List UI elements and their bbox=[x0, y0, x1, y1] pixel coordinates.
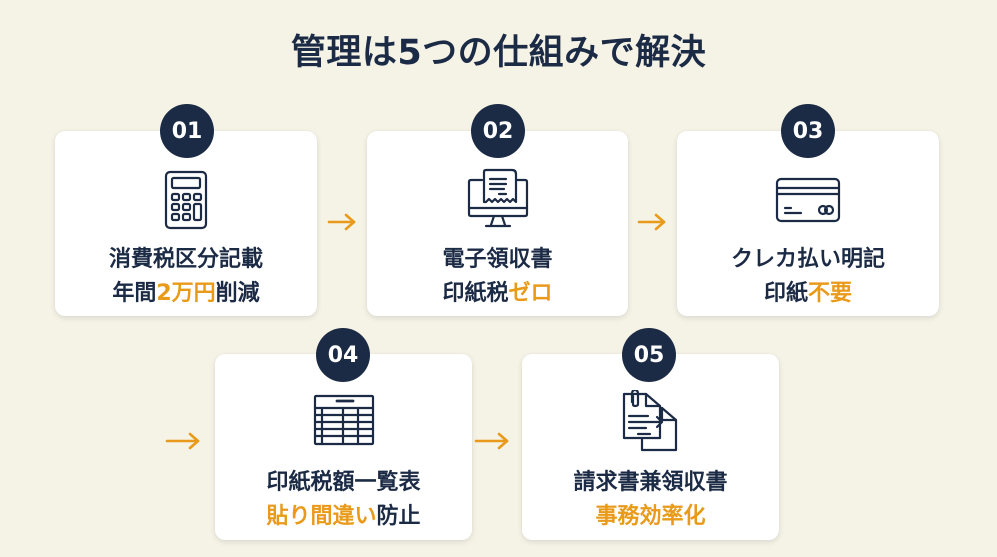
arrow-right-icon bbox=[327, 212, 357, 236]
step-title: 消費税区分記載 bbox=[55, 241, 317, 273]
calculator-icon bbox=[161, 169, 211, 231]
step-benefit-highlight: 2万円 bbox=[156, 281, 216, 306]
step-card-01: 消費税区分記載 年間2万円削減 bbox=[55, 131, 317, 316]
step-benefit: 印紙税ゼロ bbox=[367, 275, 628, 307]
arrow-right-icon bbox=[637, 212, 667, 236]
page-title: 管理は5つの仕組みで解決 bbox=[290, 33, 707, 73]
step-benefit: 貼り間違い防止 bbox=[215, 498, 472, 530]
step-benefit-text: 削減 bbox=[215, 281, 260, 306]
step-benefit-text: 年間 bbox=[112, 281, 157, 306]
step-number-badge: 02 bbox=[471, 104, 525, 158]
step-number-badge: 03 bbox=[781, 104, 835, 158]
step-number-badge: 05 bbox=[622, 328, 676, 382]
step-card-05: 請求書兼領収書 事務効率化 bbox=[522, 354, 779, 540]
arrow-right-icon bbox=[474, 431, 510, 455]
step-title-text: 印紙税額一覧表 bbox=[266, 470, 421, 495]
step-benefit-text: 印紙 bbox=[763, 281, 808, 306]
step-title-text: クレカ払い明記 bbox=[730, 247, 885, 272]
step-title: 電子領収書 bbox=[367, 241, 628, 273]
step-title: 請求書兼領収書 bbox=[522, 464, 779, 496]
step-benefit-highlight: 貼り間違い bbox=[266, 504, 377, 529]
step-benefit-highlight: 不要 bbox=[808, 281, 853, 306]
step-number-badge: 01 bbox=[160, 104, 214, 158]
step-benefit: 印紙不要 bbox=[677, 275, 939, 307]
step-title: クレカ払い明記 bbox=[677, 241, 939, 273]
step-benefit: 事務効率化 bbox=[522, 498, 779, 530]
step-card-03: クレカ払い明記 印紙不要 bbox=[677, 131, 939, 316]
step-benefit: 年間2万円削減 bbox=[55, 275, 317, 307]
step-benefit-highlight: ゼロ bbox=[508, 281, 553, 306]
step-benefit-text: 防止 bbox=[376, 504, 421, 529]
table-icon bbox=[313, 394, 375, 446]
credit-card-icon bbox=[775, 177, 841, 223]
step-title: 印紙税額一覧表 bbox=[215, 464, 472, 496]
step-benefit-text: 印紙税 bbox=[442, 281, 509, 306]
arrow-right-icon bbox=[165, 431, 201, 455]
step-card-04: 印紙税額一覧表 貼り間違い防止 bbox=[215, 354, 472, 540]
step-title-text: 消費税区分記載 bbox=[108, 247, 263, 272]
step-card-02: 電子領収書 印紙税ゼロ bbox=[367, 131, 628, 316]
monitor-receipt-icon bbox=[466, 167, 530, 231]
step-benefit-highlight: 事務効率化 bbox=[595, 504, 706, 529]
step-title-text: 電子領収書 bbox=[442, 247, 553, 272]
step-title-text: 請求書兼領収書 bbox=[573, 470, 728, 495]
step-number-badge: 04 bbox=[316, 328, 370, 382]
documents-transfer-icon bbox=[620, 390, 682, 452]
